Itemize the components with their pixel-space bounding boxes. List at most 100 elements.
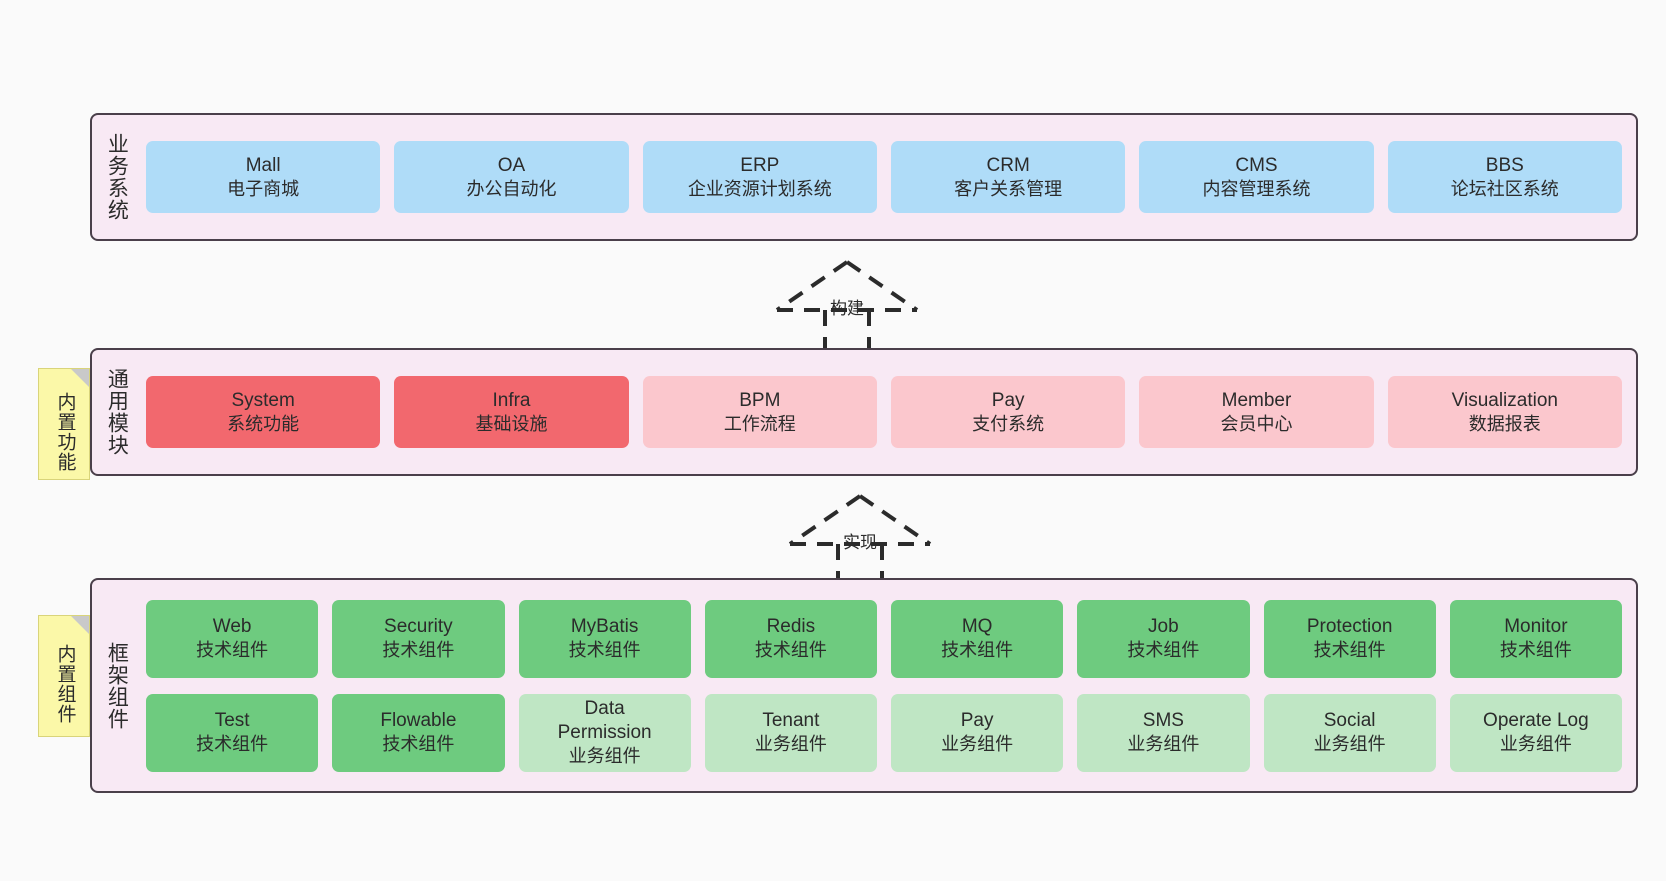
card-desc: 技术组件	[1127, 640, 1200, 661]
component-card-pay[interactable]: Pay 业务组件	[891, 693, 1064, 772]
card-name: Member	[1221, 389, 1292, 411]
card-desc: 技术组件	[754, 640, 827, 661]
component-card-protection[interactable]: Protection 技术组件	[1263, 599, 1436, 678]
card-name: BBS	[1485, 154, 1524, 176]
component-card-web[interactable]: Web 技术组件	[146, 599, 319, 678]
card-desc: 业务组件	[1313, 734, 1386, 755]
card-desc: 业务组件	[1499, 734, 1572, 755]
card-name: BPM	[739, 389, 781, 411]
note-builtin-function: 内置功能	[38, 368, 90, 480]
component-card-mybatis[interactable]: MyBatis 技术组件	[518, 599, 691, 678]
layer-framework-components-title: 框架组件	[105, 641, 129, 730]
card-name: CMS	[1235, 154, 1278, 176]
card-desc: 工作流程	[723, 413, 796, 434]
card-desc: 内容管理系统	[1202, 178, 1311, 199]
layer-business-system: 业务系统 Mall 电子商城 OA 办公自动化 ERP 企业资源计划系统 CRM…	[90, 113, 1638, 241]
card-name: Tenant	[762, 710, 820, 732]
card-name: Job	[1148, 616, 1179, 638]
business-system-row: Mall 电子商城 OA 办公自动化 ERP 企业资源计划系统 CRM 客户关系…	[146, 141, 1622, 213]
card-name: Operate Log	[1483, 710, 1589, 732]
module-card-pay[interactable]: Pay 支付系统	[890, 376, 1126, 448]
card-name: Pay	[991, 389, 1025, 411]
layer-framework-components: 框架组件 Web 技术组件 Security 技术组件 MyBatis 技术组件…	[90, 578, 1638, 793]
card-desc: 客户关系管理	[954, 178, 1063, 199]
component-card-social[interactable]: Social 业务组件	[1263, 693, 1436, 772]
module-card-infra[interactable]: Infra 基础设施	[394, 376, 629, 448]
module-card-visualization[interactable]: Visualization 数据报表	[1387, 376, 1622, 448]
card-name: Data	[584, 698, 625, 720]
component-card-redis[interactable]: Redis 技术组件	[704, 599, 877, 678]
card-name: Security	[384, 616, 453, 638]
card-desc: 电子商城	[227, 178, 300, 199]
module-card-system[interactable]: System 系统功能	[146, 376, 381, 448]
component-card-mq[interactable]: MQ 技术组件	[891, 599, 1064, 678]
business-card-bbs[interactable]: BBS 论坛社区系统	[1387, 141, 1622, 213]
component-card-sms[interactable]: SMS 业务组件	[1077, 693, 1250, 772]
card-name: OA	[497, 154, 526, 176]
layer-common-modules-title: 通用模块	[105, 368, 129, 456]
module-card-member[interactable]: Member 会员中心	[1139, 376, 1374, 448]
card-desc: 企业资源计划系统	[687, 178, 832, 199]
card-name: Visualization	[1451, 389, 1558, 411]
card-name: SMS	[1142, 710, 1184, 732]
business-card-erp[interactable]: ERP 企业资源计划系统	[642, 141, 877, 213]
component-card-operate-log[interactable]: Operate Log 业务组件	[1449, 693, 1622, 772]
card-desc: 基础设施	[475, 413, 548, 434]
arrow-build-icon	[775, 260, 919, 352]
card-desc: 技术组件	[382, 734, 455, 755]
arrow-build: 构建	[757, 258, 937, 352]
card-name: MQ	[961, 616, 993, 638]
card-name: Web	[212, 616, 252, 638]
business-card-cms[interactable]: CMS 内容管理系统	[1139, 141, 1374, 213]
note-builtin-component: 内置组件	[38, 615, 90, 737]
card-name: Infra	[492, 389, 531, 411]
card-name: Social	[1323, 710, 1376, 732]
component-card-job[interactable]: Job 技术组件	[1077, 599, 1250, 678]
component-card-security[interactable]: Security 技术组件	[332, 599, 505, 678]
layer-common-modules: 通用模块 System 系统功能 Infra 基础设施 BPM 工作流程 Pay…	[90, 348, 1638, 476]
card-desc: 会员中心	[1220, 413, 1293, 434]
component-card-flowable[interactable]: Flowable 技术组件	[332, 693, 505, 772]
card-name: System	[231, 389, 295, 411]
card-desc: 技术组件	[382, 640, 455, 661]
card-desc: 系统功能	[227, 413, 300, 434]
component-card-test[interactable]: Test 技术组件	[146, 693, 319, 772]
module-card-bpm[interactable]: BPM 工作流程	[642, 376, 877, 448]
card-desc: 技术组件	[196, 640, 269, 661]
component-card-data-permission[interactable]: Data Permission 业务组件	[518, 693, 691, 772]
card-desc: 技术组件	[941, 640, 1014, 661]
common-modules-row: System 系统功能 Infra 基础设施 BPM 工作流程 Pay 支付系统…	[146, 376, 1622, 448]
card-desc: 业务组件	[568, 746, 641, 767]
layer-framework-components-body: Web 技术组件 Security 技术组件 MyBatis 技术组件 Redi…	[140, 580, 1636, 791]
framework-tech-row: Web 技术组件 Security 技术组件 MyBatis 技术组件 Redi…	[146, 599, 1622, 678]
card-desc: 技术组件	[568, 640, 641, 661]
card-name: Pay	[960, 710, 994, 732]
card-name: Mall	[245, 154, 281, 176]
card-desc: 支付系统	[972, 413, 1045, 434]
business-card-crm[interactable]: CRM 客户关系管理	[890, 141, 1126, 213]
card-desc: 数据报表	[1468, 413, 1541, 434]
card-desc: 业务组件	[754, 734, 827, 755]
card-name: Flowable	[380, 710, 457, 732]
card-name: CRM	[986, 154, 1030, 176]
layer-business-system-title: 业务系统	[105, 133, 129, 221]
card-desc: 业务组件	[941, 734, 1014, 755]
card-name: Redis	[766, 616, 816, 638]
card-desc: 技术组件	[1313, 640, 1386, 661]
card-desc: 业务组件	[1127, 734, 1200, 755]
business-card-oa[interactable]: OA 办公自动化	[394, 141, 629, 213]
card-name: Protection	[1306, 616, 1393, 638]
arrow-implement: 实现	[770, 492, 950, 586]
card-name: MyBatis	[570, 616, 639, 638]
card-desc: 论坛社区系统	[1450, 178, 1559, 199]
card-desc: 技术组件	[196, 734, 269, 755]
component-card-monitor[interactable]: Monitor 技术组件	[1449, 599, 1622, 678]
layer-business-system-body: Mall 电子商城 OA 办公自动化 ERP 企业资源计划系统 CRM 客户关系…	[140, 115, 1636, 239]
business-card-mall[interactable]: Mall 电子商城	[146, 141, 381, 213]
card-desc: 技术组件	[1499, 640, 1572, 661]
card-desc: 办公自动化	[466, 178, 557, 199]
layer-common-modules-body: System 系统功能 Infra 基础设施 BPM 工作流程 Pay 支付系统…	[140, 350, 1636, 474]
card-name: Test	[214, 710, 250, 732]
card-name: ERP	[740, 154, 780, 176]
component-card-tenant[interactable]: Tenant 业务组件	[704, 693, 877, 772]
